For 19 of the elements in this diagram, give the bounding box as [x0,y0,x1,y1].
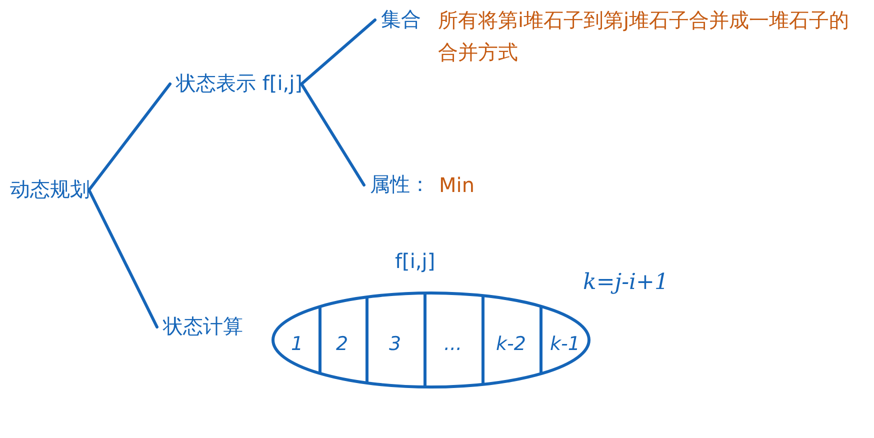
branch-line [300,82,366,186]
segment-number: ... [428,330,478,358]
segment-number: k-2 [486,330,536,358]
note-text: Min [439,172,476,199]
segment-number: 2 [322,330,362,358]
segment-number: k-1 [544,330,586,358]
branch-text: 状态表示 f[i,j] [176,68,302,98]
branch-text: 集合 [381,4,421,34]
segment-number: 3 [370,330,420,358]
branch-text: 状态计算 [163,311,243,341]
branch-line [88,82,172,192]
note-text: 所有将第i堆石子到第j堆石子合并成一堆石子的合并方式 [438,7,850,66]
branch-text: 动态规划 [10,174,90,204]
branch-text: 属性： [370,169,430,199]
segment-number: 1 [280,330,314,358]
handwritten-note: k=j-i+1 [583,270,668,295]
branch-line [300,18,376,86]
branch-line [88,188,158,328]
ellipse-heading: f[i,j] [395,248,436,274]
